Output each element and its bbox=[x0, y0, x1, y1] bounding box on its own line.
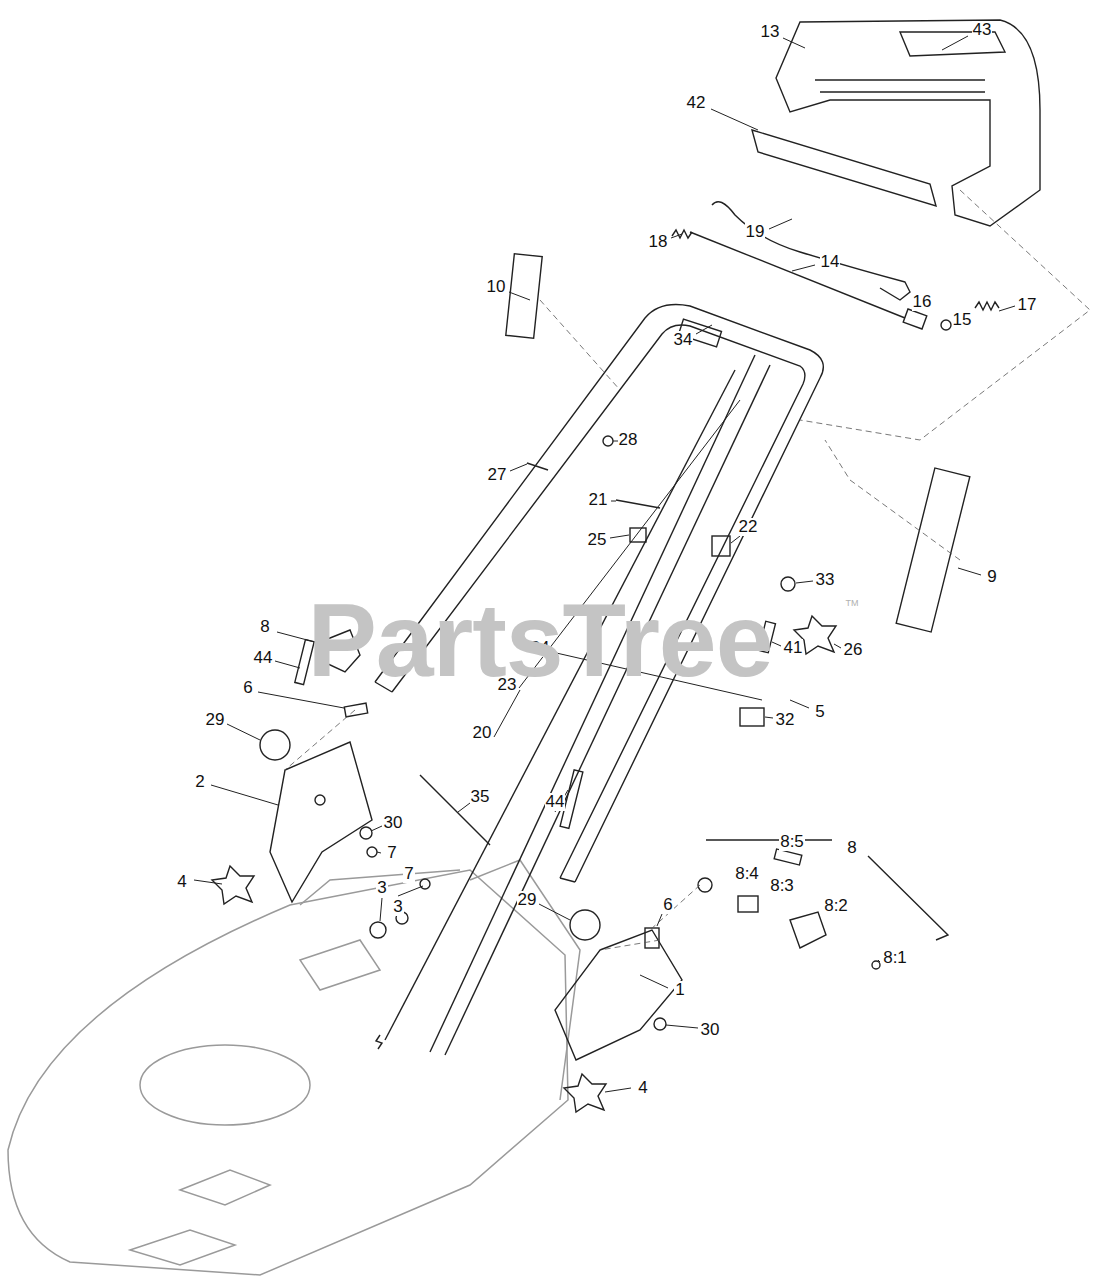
leader-lines bbox=[194, 36, 1015, 1092]
mower-deck bbox=[8, 860, 580, 1275]
callout-number: 33 bbox=[815, 571, 836, 589]
callout-number: 30 bbox=[383, 814, 404, 832]
callout-number: 16 bbox=[912, 293, 933, 311]
callout-number: 9 bbox=[986, 568, 997, 586]
callout-number: 13 bbox=[760, 23, 781, 41]
callout-number: 8:3 bbox=[769, 877, 795, 895]
callout-number: 10 bbox=[486, 278, 507, 296]
callout-number: 5 bbox=[814, 703, 825, 721]
callout-number: 44 bbox=[253, 649, 274, 667]
callout-number: 28 bbox=[618, 431, 639, 449]
callout-number: 22 bbox=[738, 518, 759, 536]
callout-number: 42 bbox=[686, 94, 707, 112]
watermark: PartsTree bbox=[307, 585, 772, 695]
callout-number: 26 bbox=[843, 641, 864, 659]
callout-number: 27 bbox=[487, 466, 508, 484]
callout-number: 43 bbox=[972, 21, 993, 39]
callout-number: 2 bbox=[194, 773, 205, 791]
trademark-mark: TM bbox=[846, 598, 859, 608]
callout-number: 35 bbox=[470, 788, 491, 806]
callout-number: 3 bbox=[392, 898, 403, 916]
callout-number: 4 bbox=[637, 1079, 648, 1097]
callout-number: 18 bbox=[648, 233, 669, 251]
callout-number: 8:5 bbox=[779, 833, 805, 851]
callout-number: 14 bbox=[820, 253, 841, 271]
callout-number: 8:1 bbox=[882, 949, 908, 967]
callout-number: 19 bbox=[745, 223, 766, 241]
callout-number: 1 bbox=[674, 981, 685, 999]
callout-number: 15 bbox=[952, 311, 973, 329]
callout-number: 8:4 bbox=[734, 865, 760, 883]
callout-number: 29 bbox=[205, 711, 226, 729]
callout-number: 25 bbox=[587, 531, 608, 549]
callout-number: 30 bbox=[700, 1021, 721, 1039]
callout-number: 41 bbox=[783, 639, 804, 657]
callout-number: 20 bbox=[472, 724, 493, 742]
callout-number: 32 bbox=[775, 711, 796, 729]
callout-number: 6 bbox=[242, 679, 253, 697]
callout-number: 8 bbox=[259, 618, 270, 636]
callout-number: 17 bbox=[1017, 296, 1038, 314]
callout-number: 3 bbox=[376, 879, 387, 897]
callout-number: 7 bbox=[386, 844, 397, 862]
callout-number: 21 bbox=[588, 491, 609, 509]
callout-number: 6 bbox=[662, 896, 673, 914]
callout-number: 7 bbox=[403, 865, 414, 883]
callout-number: 8 bbox=[846, 839, 857, 857]
callout-number: 34 bbox=[673, 331, 694, 349]
callout-number: 44 bbox=[545, 793, 566, 811]
handle-parts bbox=[212, 20, 1040, 1112]
callout-number: 29 bbox=[517, 891, 538, 909]
callout-number: 8:2 bbox=[823, 897, 849, 915]
callout-number: 4 bbox=[176, 873, 187, 891]
assembly-lines bbox=[285, 190, 1090, 950]
